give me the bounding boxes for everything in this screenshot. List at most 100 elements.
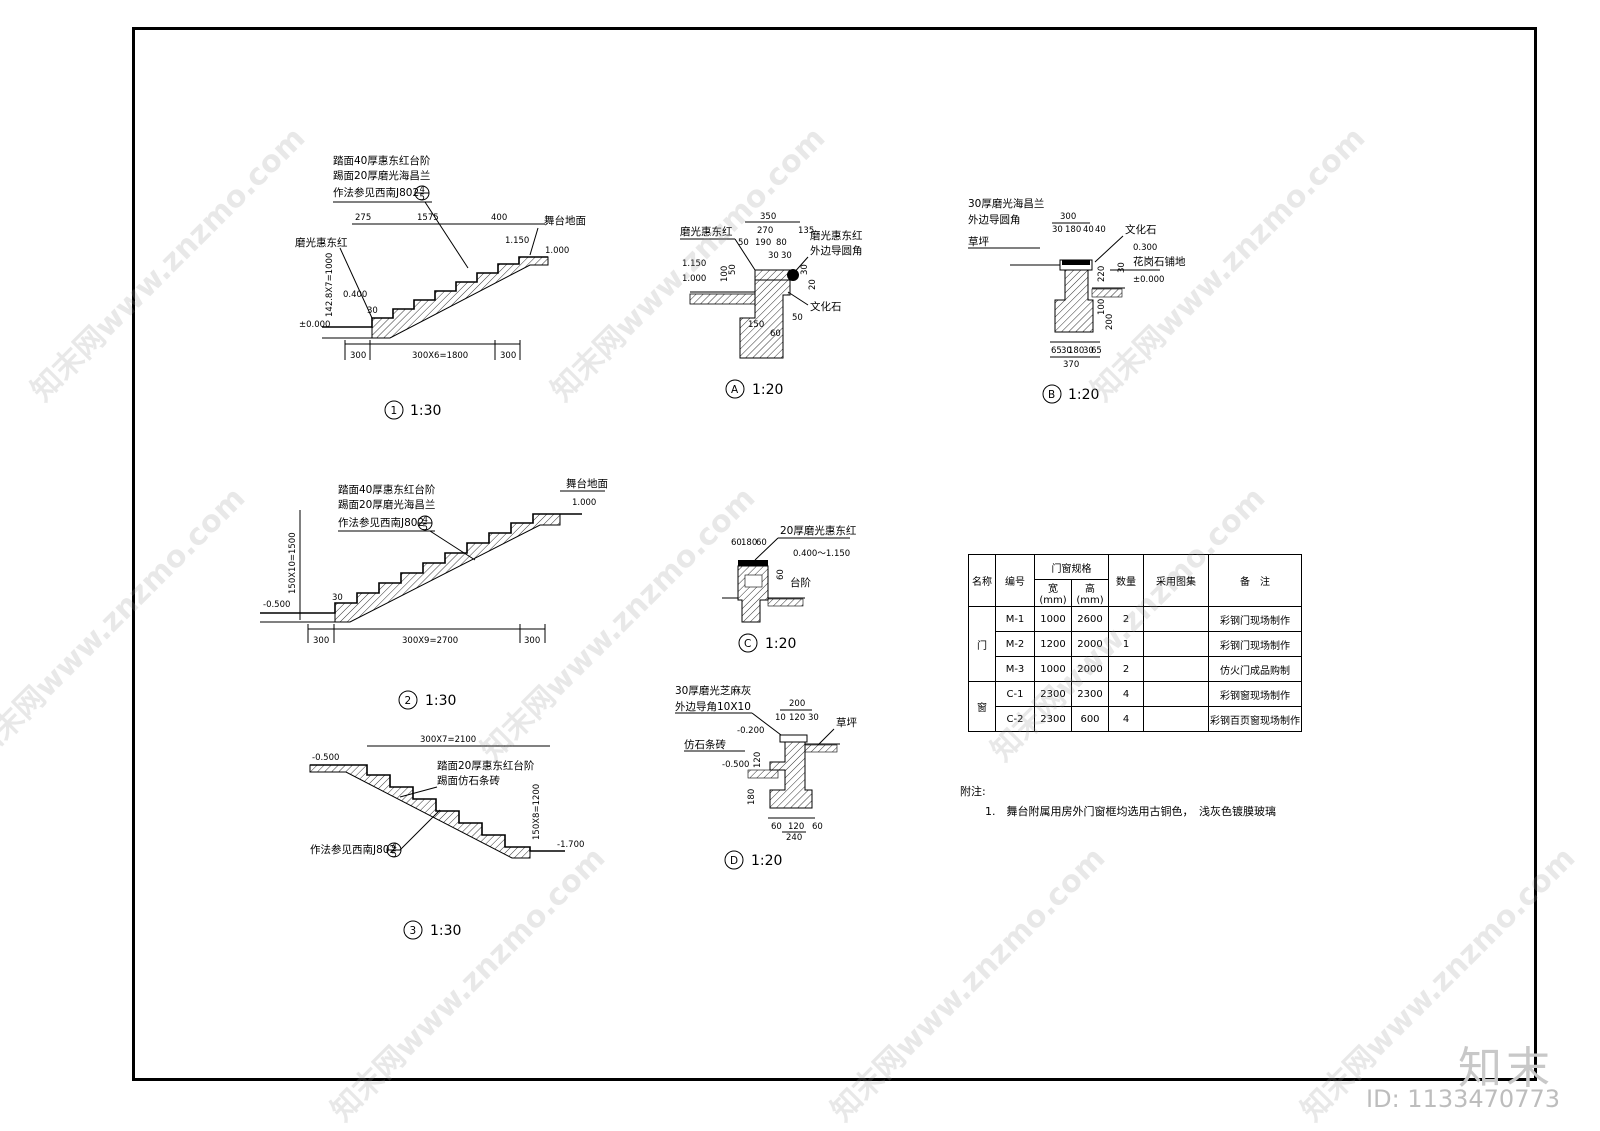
header-remark: 备 注 bbox=[1208, 554, 1302, 607]
da-dim-2: 270 bbox=[757, 226, 773, 236]
header-code: 编号 bbox=[995, 554, 1035, 607]
dd-caption: D 1:20 bbox=[724, 850, 782, 870]
header-spec: 门窗规格 bbox=[1034, 554, 1109, 580]
da-dim-5: 190 bbox=[755, 238, 771, 248]
dd-label-grass: 草坪 bbox=[836, 716, 857, 729]
cell-qty: 4 bbox=[1108, 681, 1144, 707]
d1-caption: 1 1:30 bbox=[384, 400, 441, 420]
dd-note-1: 30厚磨光芝麻灰 bbox=[675, 684, 751, 697]
svg-text:3: 3 bbox=[410, 925, 417, 937]
da-level-2: 1.000 bbox=[682, 274, 706, 284]
da-side-7: 50 bbox=[792, 313, 803, 323]
da-dim-4: 50 bbox=[738, 238, 749, 248]
notes: 附注: 1. 舞台附属用房外门窗框均选用古铜色， 浅灰色镀膜玻璃 bbox=[960, 782, 1276, 822]
cell-width: 1000 bbox=[1034, 606, 1072, 632]
dc-side-1: 60 bbox=[776, 569, 786, 580]
dd-side-2: 180 bbox=[747, 789, 757, 805]
svg-text:B: B bbox=[1048, 389, 1055, 401]
svg-text:1:20: 1:20 bbox=[1068, 387, 1099, 403]
d3-ref-mark: 4 5 bbox=[386, 842, 402, 860]
dc-caption: C 1:20 bbox=[738, 633, 796, 653]
drawing-frame bbox=[132, 27, 1537, 1081]
dd-level-2: -0.500 bbox=[722, 760, 749, 770]
db-note-2: 外边导圆角 bbox=[968, 214, 1021, 226]
d2-note-ref: 作法参见西南J802 bbox=[338, 516, 424, 529]
svg-text:1:30: 1:30 bbox=[425, 693, 456, 709]
svg-text:1:20: 1:20 bbox=[751, 853, 782, 869]
dd-bot-3: 60 bbox=[812, 822, 823, 832]
d3-note-ref: 作法参见西南J802 bbox=[310, 843, 396, 856]
table-row: M-2 1200 2000 1 彩钢门现场制作 bbox=[969, 631, 1302, 657]
cell-atlas bbox=[1143, 606, 1209, 632]
d1-dim-vertical: 142.8X7=1000 bbox=[325, 253, 335, 317]
da-dim-7: 30 bbox=[768, 251, 779, 261]
group-name-window: 窗 bbox=[968, 681, 996, 732]
dd-bot-1: 60 bbox=[771, 822, 782, 832]
d1-note-tread: 踏面40厚惠东红台阶 bbox=[333, 154, 431, 167]
d3-dim-top: 300X7=2100 bbox=[420, 735, 476, 745]
d2-dim-small: 30 bbox=[332, 593, 343, 603]
header-atlas: 采用图集 bbox=[1143, 554, 1209, 607]
d2-level-1: 1.000 bbox=[572, 498, 596, 508]
group-name-door: 门 bbox=[968, 606, 996, 682]
cell-atlas bbox=[1143, 631, 1209, 657]
db-side-4: 200 bbox=[1105, 314, 1115, 330]
da-label-stone: 文化石 bbox=[810, 300, 842, 313]
d3-dim-vertical: 150X8=1200 bbox=[532, 784, 542, 840]
dd-bot-4: 240 bbox=[786, 833, 802, 843]
detail-1: 踏面40厚惠东红台阶 踢面20厚磨光海昌兰 作法参见西南J802 4 5 275… bbox=[295, 154, 586, 420]
svg-text:C: C bbox=[744, 638, 751, 650]
detail-b: 30厚磨光海昌兰 外边导圆角 草坪 300 30 180 40 40 文化石 0… bbox=[968, 197, 1186, 404]
svg-text:1:30: 1:30 bbox=[410, 403, 441, 419]
d1-dim-bot-2: 300X6=1800 bbox=[412, 351, 468, 361]
table-row: C-2 2300 600 4 彩钢百页窗现场制作 bbox=[969, 706, 1302, 732]
d2-level-2: -0.500 bbox=[263, 600, 290, 610]
dc-level: 0.400～1.150 bbox=[793, 549, 850, 559]
d2-note-riser: 踢面20厚磨光海昌兰 bbox=[338, 498, 435, 511]
detail-c: 20厚磨光惠东红 60 180 60 0.400～1.150 台阶 60 300… bbox=[722, 524, 857, 653]
d2-dim-bot-3: 300 bbox=[524, 636, 540, 646]
dc-label-step: 台阶 bbox=[790, 576, 811, 589]
d1-label-polished: 磨光惠东红 bbox=[295, 236, 348, 249]
svg-text:1:20: 1:20 bbox=[752, 382, 783, 398]
watermark-brand: 知末 bbox=[1458, 1043, 1554, 1094]
db-level-1: 0.300 bbox=[1133, 243, 1157, 253]
dd-side-1: 120 bbox=[753, 752, 763, 768]
table-row: 窗 C-1 2300 2300 4 彩钢窗现场制作 bbox=[968, 681, 1302, 732]
cell-remark: 仿火门成品购制 bbox=[1208, 656, 1302, 682]
door-window-schedule: 名称 编号 门窗规格 数量 采用图集 备 注 宽(mm) 高(mm) 门 M-1… bbox=[968, 554, 1302, 732]
header-width: 宽(mm) bbox=[1034, 579, 1072, 607]
d3-note-riser: 踢面仿石条砖 bbox=[437, 774, 500, 787]
d1-ref-mark: 4 5 bbox=[414, 185, 430, 203]
detail-d: 30厚磨光芝麻灰 外边导角10X10 200 10 120 30 草坪 -0.2… bbox=[675, 684, 857, 870]
cell-width: 1200 bbox=[1034, 631, 1072, 657]
da-label-right2: 外边导圆角 bbox=[810, 245, 863, 257]
d1-level-1: 1.150 bbox=[505, 236, 529, 246]
dc-dim-top-3: 60 bbox=[756, 538, 767, 548]
db-bot-3: 180 bbox=[1068, 346, 1084, 356]
d3-level-2: -1.700 bbox=[557, 840, 584, 850]
db-dim-top-4: 40 bbox=[1083, 225, 1094, 235]
d1-dim-bot-1: 300 bbox=[350, 351, 366, 361]
dc-dim-top-2: 180 bbox=[741, 538, 757, 548]
d1-dim-small: 30 bbox=[367, 306, 378, 316]
dc-dim-top-1: 60 bbox=[731, 538, 742, 548]
svg-text:D: D bbox=[730, 855, 738, 867]
d1-label-stage: 舞台地面 bbox=[544, 214, 586, 227]
cell-atlas bbox=[1143, 681, 1209, 707]
cell-atlas bbox=[1143, 706, 1209, 732]
table-row: M-3 1000 2000 2 仿火门成品购制 bbox=[969, 656, 1302, 682]
dd-dim-top-2: 10 bbox=[775, 713, 786, 723]
db-note-1: 30厚磨光海昌兰 bbox=[968, 197, 1044, 210]
d1-dim-top-3: 400 bbox=[491, 213, 507, 223]
svg-text:1:20: 1:20 bbox=[765, 636, 796, 652]
d3-note-tread: 踏面20厚惠东红台阶 bbox=[437, 759, 535, 772]
db-caption: B 1:20 bbox=[1042, 384, 1099, 404]
da-label-right1: 磨光惠东红 bbox=[810, 229, 863, 242]
svg-text:1:30: 1:30 bbox=[430, 923, 461, 939]
cell-qty: 4 bbox=[1108, 706, 1144, 732]
dc-note: 20厚磨光惠东红 bbox=[780, 524, 857, 537]
da-dim-8: 30 bbox=[781, 251, 792, 261]
dd-label-brick: 仿石条砖 bbox=[684, 738, 726, 751]
watermark-id: ID: 1133470773 bbox=[1366, 1085, 1560, 1113]
